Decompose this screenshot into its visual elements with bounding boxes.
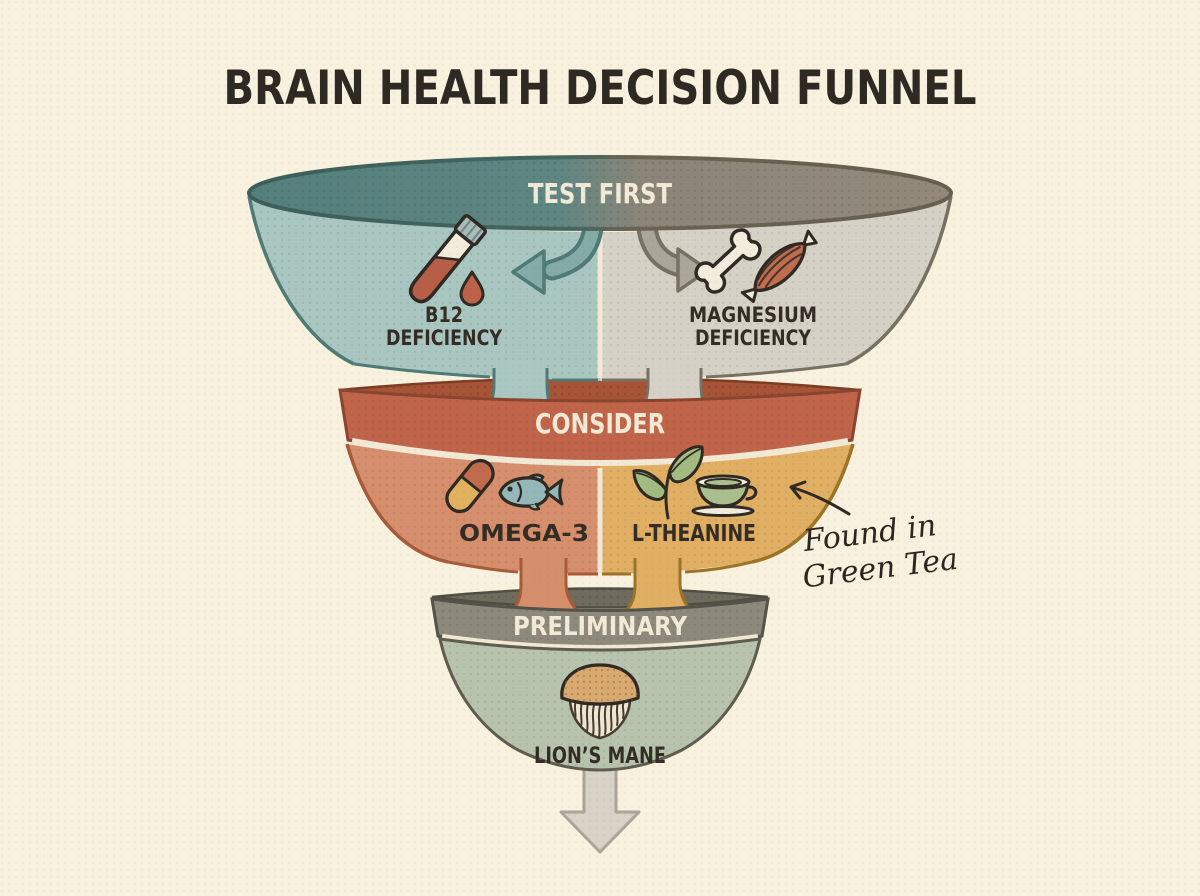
tier-preliminary: PRELIMINARY LION’S MANE	[430, 597, 770, 854]
b12-label-line2: DEFICIENCY	[386, 326, 503, 350]
muscle-icon	[740, 229, 818, 303]
tier-preliminary-label: PRELIMINARY	[513, 612, 688, 642]
tier-test-first: TEST FIRST B12 DEFICIENCY MAGNESIUM DEFI…	[247, 155, 953, 420]
lions-mane-mushroom-icon	[560, 663, 640, 740]
page-title: BRAIN HEALTH DECISION FUNNEL	[224, 61, 977, 116]
annotation-arrow-icon	[789, 480, 851, 516]
omega3-label: OMEGA-3	[459, 521, 589, 547]
magnesium-label-line2: DEFICIENCY	[695, 326, 812, 350]
test-tube-icon	[408, 214, 487, 304]
tea-cup-icon	[691, 474, 758, 517]
fish-icon	[498, 473, 564, 511]
down-arrow-icon	[559, 764, 641, 854]
capsule-icon	[445, 458, 495, 514]
tier-test-first-label: TEST FIRST	[528, 177, 672, 210]
bone-icon	[694, 228, 762, 294]
blood-drop-icon	[459, 270, 485, 307]
lions-mane-label: LION’S MANE	[534, 744, 666, 769]
tier-consider: CONSIDER	[338, 388, 862, 621]
magnesium-label-line1: MAGNESIUM	[689, 303, 817, 327]
tea-leaves-icon	[632, 445, 704, 520]
l-theanine-label: L-THEANINE	[632, 521, 756, 547]
tier-consider-label: CONSIDER	[535, 407, 665, 440]
b12-label-line1: B12	[425, 303, 463, 327]
